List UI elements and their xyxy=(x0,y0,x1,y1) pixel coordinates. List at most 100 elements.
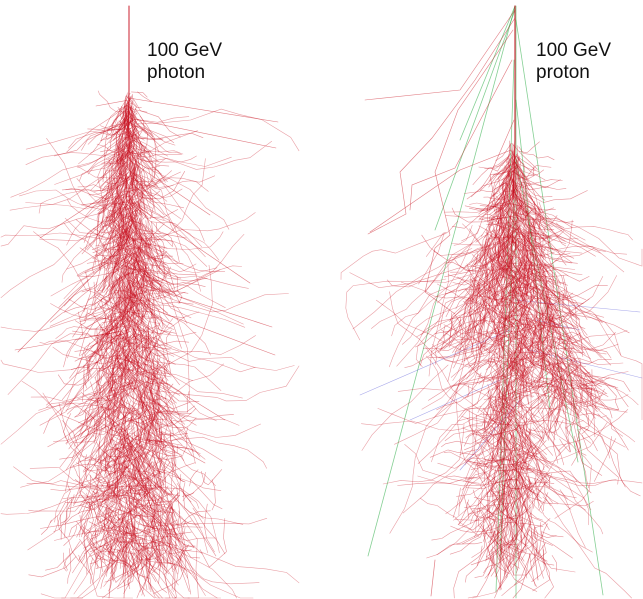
particle-track xyxy=(421,302,498,410)
particle-track xyxy=(500,264,528,285)
particle-track xyxy=(90,558,93,575)
particle-track xyxy=(102,412,142,454)
particle-track xyxy=(498,533,516,557)
particle-track xyxy=(502,259,534,290)
particle-track xyxy=(150,247,168,278)
particle-track xyxy=(546,364,555,378)
particle-track xyxy=(136,404,150,431)
particle-track xyxy=(94,292,128,340)
particle-track xyxy=(79,158,127,181)
particle-track xyxy=(135,145,157,189)
particle-track xyxy=(136,353,156,391)
particle-track xyxy=(539,266,545,281)
particle-track xyxy=(132,116,190,123)
particle-track xyxy=(513,189,547,224)
particle-track xyxy=(122,256,132,300)
particle-track xyxy=(140,458,151,503)
particle-track xyxy=(468,409,515,439)
particle-track xyxy=(154,408,197,418)
particle-track xyxy=(100,442,109,467)
particle-track xyxy=(79,486,159,538)
particle-track xyxy=(113,116,131,161)
particle-track xyxy=(130,153,232,167)
particle-track xyxy=(108,403,125,432)
particle-track xyxy=(517,337,525,402)
particle-track xyxy=(491,341,526,391)
particle-track xyxy=(106,389,110,418)
particle-track xyxy=(158,519,167,566)
particle-track xyxy=(501,191,507,235)
particle-track xyxy=(521,307,527,344)
particle-track xyxy=(106,125,124,140)
particle-track xyxy=(121,268,129,291)
particle-track xyxy=(161,545,196,555)
particle-track xyxy=(494,385,499,421)
particle-track xyxy=(579,373,588,407)
particle-track xyxy=(83,525,88,575)
particle-track xyxy=(129,554,138,579)
particle-track xyxy=(499,335,506,357)
particle-track xyxy=(510,276,516,292)
particle-track xyxy=(121,292,155,312)
particle-track xyxy=(107,206,128,283)
particle-track xyxy=(478,508,509,569)
particle-track xyxy=(500,253,515,307)
particle-track xyxy=(484,157,510,172)
particle-track xyxy=(96,376,127,400)
particle-track xyxy=(119,462,137,479)
particle-track xyxy=(33,231,157,299)
particle-track xyxy=(514,381,518,399)
particle-track xyxy=(547,349,619,389)
particle-track xyxy=(510,304,526,337)
particle-track xyxy=(101,206,138,267)
particle-track xyxy=(515,242,538,267)
particle-track xyxy=(501,234,508,256)
particle-track xyxy=(501,182,514,210)
particle-track xyxy=(560,355,579,369)
particle-track xyxy=(125,433,173,468)
particle-track xyxy=(107,281,116,309)
particle-track xyxy=(147,380,174,435)
particle-track xyxy=(127,461,151,531)
particle-track xyxy=(145,264,156,289)
particle-track xyxy=(517,366,582,403)
particle-track xyxy=(111,314,133,393)
particle-track xyxy=(101,509,114,534)
particle-track xyxy=(128,97,279,123)
particle-track xyxy=(159,519,192,535)
particle-track xyxy=(539,278,551,315)
particle-track xyxy=(495,373,518,378)
particle-track xyxy=(480,242,504,277)
particle-track xyxy=(121,273,138,294)
photon-primary-track xyxy=(127,5,130,141)
particle-track xyxy=(109,378,113,394)
particle-track xyxy=(128,383,261,438)
particle-track xyxy=(122,335,140,353)
particle-track xyxy=(140,218,154,236)
particle-track xyxy=(98,524,150,535)
particle-track xyxy=(512,215,563,250)
particle-track xyxy=(54,109,129,157)
particle-track xyxy=(126,343,169,384)
particle-track xyxy=(129,204,134,227)
particle-track xyxy=(169,433,176,467)
particle-track xyxy=(509,192,512,227)
particle-track xyxy=(94,200,115,265)
particle-track xyxy=(71,429,94,461)
particle-track xyxy=(142,366,161,440)
particle-track xyxy=(476,545,483,567)
particle-track xyxy=(480,182,508,192)
particle-track xyxy=(551,363,586,367)
particle-track xyxy=(504,387,507,406)
particle-track xyxy=(488,298,508,351)
particle-track xyxy=(546,385,566,419)
particle-track xyxy=(507,203,533,208)
particle-track xyxy=(171,513,175,538)
particle-track xyxy=(121,276,128,306)
particle-track xyxy=(25,195,131,210)
particle-track xyxy=(462,300,487,321)
particle-track xyxy=(138,292,150,333)
particle-track xyxy=(513,160,525,177)
particle-track xyxy=(155,439,166,488)
particle-track xyxy=(132,172,201,292)
